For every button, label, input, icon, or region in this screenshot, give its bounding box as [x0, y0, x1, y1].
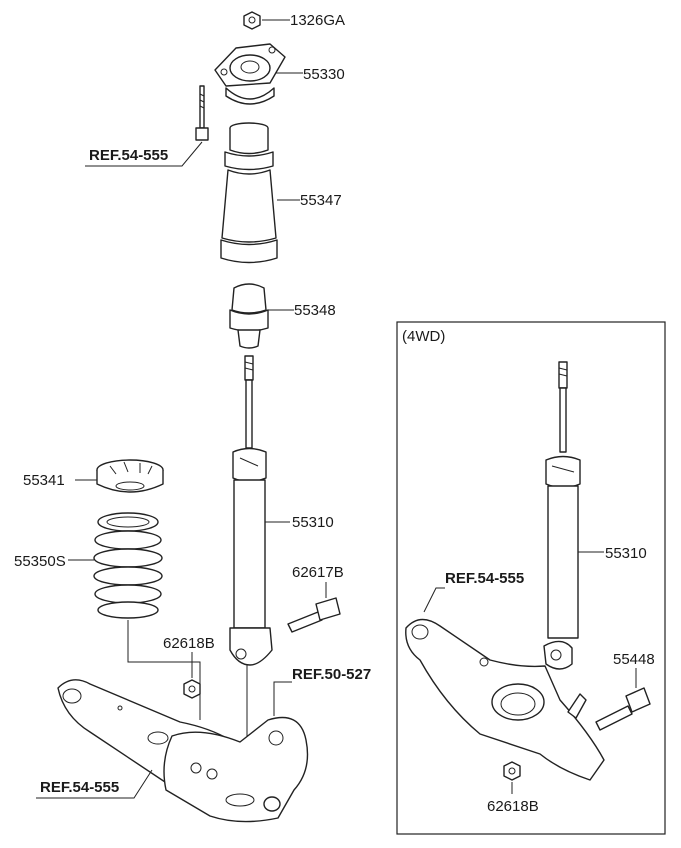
label-nut-4wd: 62618B — [487, 798, 539, 815]
label-shock-4wd: 55310 — [605, 545, 647, 562]
shock-absorber-4wd[interactable] — [543, 361, 604, 670]
label-nut-main: 62618B — [163, 635, 215, 652]
label-bolt-4wd: 55448 — [613, 651, 655, 668]
label-bolt-main: 62617B — [292, 564, 344, 581]
shock-absorber-main[interactable] — [229, 355, 290, 666]
label-spring-pad: 55341 — [23, 472, 65, 489]
coil-spring[interactable] — [68, 512, 163, 619]
lower-arm-4wd[interactable] — [405, 618, 605, 781]
label-spring: 55350S — [14, 553, 66, 570]
inset-4wd: (4WD) 55310 REF.54-555 — [396, 321, 666, 835]
label-bump-stopper: 55348 — [294, 302, 336, 319]
spring-pad[interactable] — [75, 459, 164, 493]
ref-arm-4wd[interactable]: REF.54-555 — [445, 570, 524, 587]
top-nut[interactable] — [243, 11, 290, 30]
bump-stopper[interactable] — [229, 283, 294, 349]
ref-knuckle[interactable]: REF.50-527 — [292, 666, 371, 683]
inset-title: (4WD) — [402, 328, 445, 345]
label-dust-cover: 55347 — [300, 192, 342, 209]
nut-main[interactable] — [183, 679, 201, 699]
ref-lower-arm[interactable]: REF.54-555 — [40, 779, 119, 796]
bolt-4wd[interactable] — [595, 687, 651, 731]
label-mount: 55330 — [303, 66, 345, 83]
rear-knuckle[interactable] — [163, 716, 309, 823]
mount-bolt[interactable] — [195, 85, 209, 141]
label-shock-main: 55310 — [292, 514, 334, 531]
strut-mount[interactable] — [214, 43, 303, 105]
dust-cover[interactable] — [220, 122, 300, 264]
nut-4wd[interactable] — [503, 761, 521, 781]
label-nut-top: 1326GA — [290, 12, 345, 29]
bolt-main[interactable] — [287, 597, 341, 633]
ref-mount-bolt[interactable]: REF.54-555 — [89, 147, 168, 164]
